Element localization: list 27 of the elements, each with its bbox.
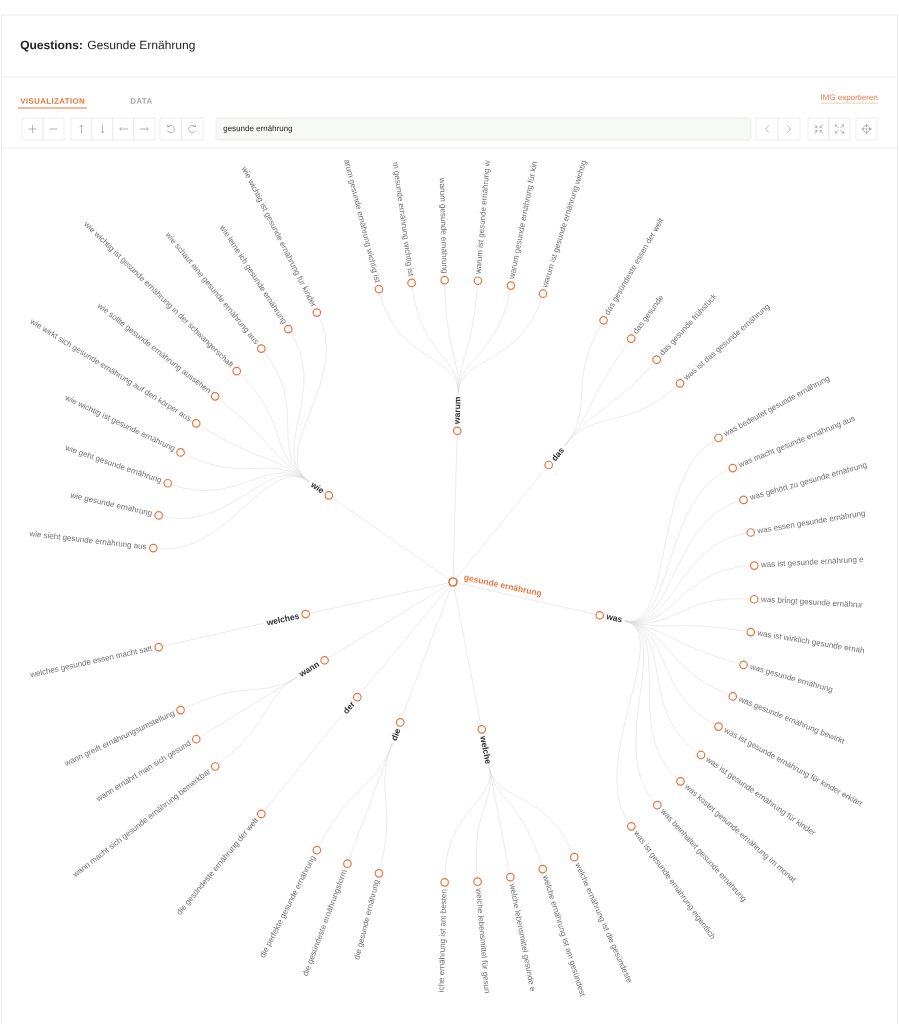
page-title: Questions: Gesunde Ernährung bbox=[20, 40, 195, 52]
keyword-label: m gesunde ernährung wichtig ist bbox=[392, 162, 414, 277]
keyword-label: was essen gesunde ernährung bbox=[757, 511, 866, 534]
keyword-label: welche lebensmittel für gesun bbox=[476, 888, 489, 994]
active-tab: VISUALIZATION bbox=[17, 98, 88, 109]
keyword-label: iche ernährung ist am besten bbox=[437, 889, 447, 992]
keyword-label: was bringt gesunde ernährur bbox=[761, 596, 863, 608]
keyword-label: was ist gesunde ernährung e bbox=[760, 557, 864, 568]
keyword-label: was ist wirklich gesunde ernäh bbox=[757, 631, 865, 654]
keyword-label: arum gesunde ernährung wichtig ist bbox=[344, 160, 381, 284]
branch-label: warum bbox=[455, 397, 461, 424]
tab-label: DATA bbox=[130, 98, 152, 104]
branch-label: welche bbox=[480, 735, 491, 764]
keyword-label: warum gesunde ernährung bbox=[438, 177, 448, 273]
keyword-label: wie gesunde ernährung bbox=[70, 493, 152, 518]
branch-label: was bbox=[606, 614, 622, 623]
search-field: gesunde ernährung bbox=[215, 117, 752, 141]
export-link: IMG exportieren bbox=[820, 94, 878, 104]
branch-label: welches bbox=[266, 614, 300, 626]
branch-label: der bbox=[344, 701, 355, 714]
keyword-label: warum gesunde ernährung für kin bbox=[510, 161, 538, 279]
keyword-label: warum ist gesunde ernährung w bbox=[476, 160, 491, 274]
branch-label: die bbox=[391, 729, 401, 741]
branch-label: wie bbox=[311, 482, 324, 494]
branch-label: das bbox=[552, 448, 564, 461]
keyword-label: welches gesunde essen macht satt bbox=[30, 645, 153, 678]
keyword-label: wie sieht gesunde ernährung aus bbox=[29, 531, 147, 550]
